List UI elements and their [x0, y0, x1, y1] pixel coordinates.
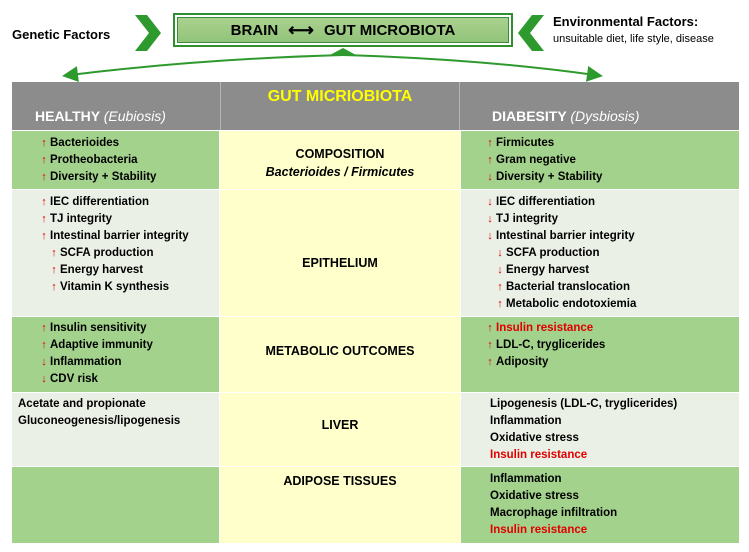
environmental-factors-title: Environmental Factors: [553, 14, 699, 29]
composition-subtitle: Bacterioides / Firmicutes [265, 165, 415, 179]
arrow-up-icon: ↑ [41, 213, 47, 225]
diabesity-list-item: Lipogenesis (LDL-C, tryglicerides) [490, 398, 678, 410]
healthy-list-item: ↑Energy harvest [48, 264, 143, 276]
arrow-up-icon: ↑ [487, 154, 493, 166]
healthy-cell [12, 190, 219, 316]
healthy-list-item: ↑Bacterioides [38, 137, 119, 149]
arrow-up-icon: ↑ [41, 196, 47, 208]
genetic-factors-label: Genetic Factors [12, 27, 111, 42]
healthy-list-item: ↑IEC differentiation [38, 196, 149, 208]
diabesity-list-item: Inflammation [490, 415, 562, 427]
healthy-header: HEALTHY (Eubiosis) [35, 108, 166, 124]
arrow-down-icon: ↓ [497, 264, 503, 276]
composition-label: COMPOSITION [295, 147, 385, 161]
diabesity-list-item: ↑Insulin resistance [484, 322, 593, 334]
diabesity-list-item: ↓TJ integrity [484, 213, 558, 225]
arrow-down-icon: ↓ [41, 373, 47, 385]
diabesity-list-item: ↓Intestinal barrier integrity [484, 230, 634, 242]
healthy-list-item: ↑Vitamin K synthesis [48, 281, 169, 293]
chevron-right-icon [135, 15, 161, 51]
adipose-tissues-label: ADIPOSE TISSUES [283, 474, 397, 488]
healthy-list-item: ↑Diversity + Stability [38, 171, 156, 183]
brain-label: BRAIN [230, 21, 279, 39]
liver-label: LIVER [321, 418, 359, 432]
healthy-cell [12, 317, 219, 392]
diabesity-header: DIABESITY (Dysbiosis) [492, 108, 640, 124]
arrow-up-icon: ↑ [487, 137, 493, 149]
healthy-list-item: Gluconeogenesis/lipogenesis [18, 415, 181, 427]
branch-arrows [62, 48, 603, 82]
gut-microbiota-label: GUT MICROBIOTA [323, 21, 456, 39]
arrow-up-icon: ↑ [497, 298, 503, 310]
arrow-up-icon: ↑ [41, 322, 47, 334]
metabolic-outcomes-label: METABOLIC OUTCOMES [265, 344, 415, 358]
healthy-list-item: ↑TJ integrity [38, 213, 112, 225]
diabesity-list-item: Oxidative stress [490, 490, 579, 502]
center-cell [220, 393, 460, 466]
arrow-up-icon: ↑ [51, 247, 57, 259]
healthy-list-item: ↓Inflammation [38, 356, 121, 368]
center-cell [220, 190, 460, 316]
arrow-up-icon: ↑ [487, 339, 493, 351]
environmental-factors-subtitle: unsuitable diet, life style, disease [553, 33, 714, 45]
chevron-left-icon [518, 15, 544, 51]
healthy-cell [12, 467, 219, 543]
arrow-up-icon: ↑ [41, 171, 47, 183]
center-cell [220, 467, 460, 543]
arrow-up-icon: ↑ [41, 230, 47, 242]
arrow-down-icon: ↓ [497, 247, 503, 259]
diabesity-list-item: ↓Diversity + Stability [484, 171, 602, 183]
epithelium-label: EPITHELIUM [302, 256, 378, 270]
diabesity-list-item: ↓SCFA production [494, 247, 599, 259]
healthy-cell [12, 393, 219, 466]
diabesity-list-item: Macrophage infiltration [490, 507, 618, 519]
center-cell [220, 131, 460, 189]
arrow-up-icon: ↑ [41, 137, 47, 149]
healthy-list-item: ↑Protheobacteria [38, 154, 137, 166]
diabesity-list-item: ↑Gram negative [484, 154, 576, 166]
diabesity-list-item: ↑LDL-C, tryglicerides [484, 339, 605, 351]
healthy-list-item: ↑SCFA production [48, 247, 153, 259]
diabesity-list-item: ↑Bacterial translocation [494, 281, 630, 293]
diabesity-list-item: ↑Metabolic endotoxiemia [494, 298, 636, 310]
diabesity-list-item: ↑Adiposity [484, 356, 548, 368]
arrow-down-icon: ↓ [487, 171, 493, 183]
diabesity-list-item: ↓Energy harvest [494, 264, 589, 276]
arrow-up-icon: ↑ [51, 264, 57, 276]
healthy-list-item: Acetate and propionate [18, 398, 146, 410]
diabesity-list-item: Insulin resistance [490, 524, 588, 536]
healthy-list-item: ↑Insulin sensitivity [38, 322, 146, 334]
diabesity-list-item: ↑Firmicutes [484, 137, 554, 149]
arrow-up-icon: ↑ [487, 322, 493, 334]
arrow-down-icon: ↓ [41, 356, 47, 368]
center-cell [220, 317, 460, 392]
arrow-up-icon: ↑ [487, 356, 493, 368]
diabesity-cell [461, 131, 739, 189]
diabesity-list-item: Insulin resistance [490, 449, 588, 461]
arrow-up-icon: ↑ [497, 281, 503, 293]
arrow-up-icon: ↑ [51, 281, 57, 293]
arrow-up-icon: ↑ [41, 154, 47, 166]
diabesity-cell [461, 393, 739, 466]
diabesity-cell [461, 467, 739, 543]
brain-gut-box: BRAIN ⟷ GUT MICROBIOTA [173, 13, 513, 47]
bidirectional-arrow-icon: ⟷ [288, 19, 314, 40]
arrow-down-icon: ↓ [487, 213, 493, 225]
diabesity-cell [461, 190, 739, 316]
arrow-up-icon: ↑ [41, 339, 47, 351]
title-cell [220, 82, 460, 130]
healthy-list-item: ↓CDV risk [38, 373, 98, 385]
diabesity-list-item: ↓IEC differentiation [484, 196, 595, 208]
healthy-list-item: ↑Adaptive immunity [38, 339, 153, 351]
diabesity-list-item: Inflammation [490, 473, 562, 485]
diabesity-list-item: Oxidative stress [490, 432, 579, 444]
arrow-down-icon: ↓ [487, 230, 493, 242]
arrow-down-icon: ↓ [487, 196, 493, 208]
diabesity-cell [461, 317, 739, 392]
healthy-list-item: ↑Intestinal barrier integrity [38, 230, 188, 242]
healthy-cell [12, 131, 219, 189]
table-title: GUT MICRIOBIOTA [267, 88, 413, 105]
